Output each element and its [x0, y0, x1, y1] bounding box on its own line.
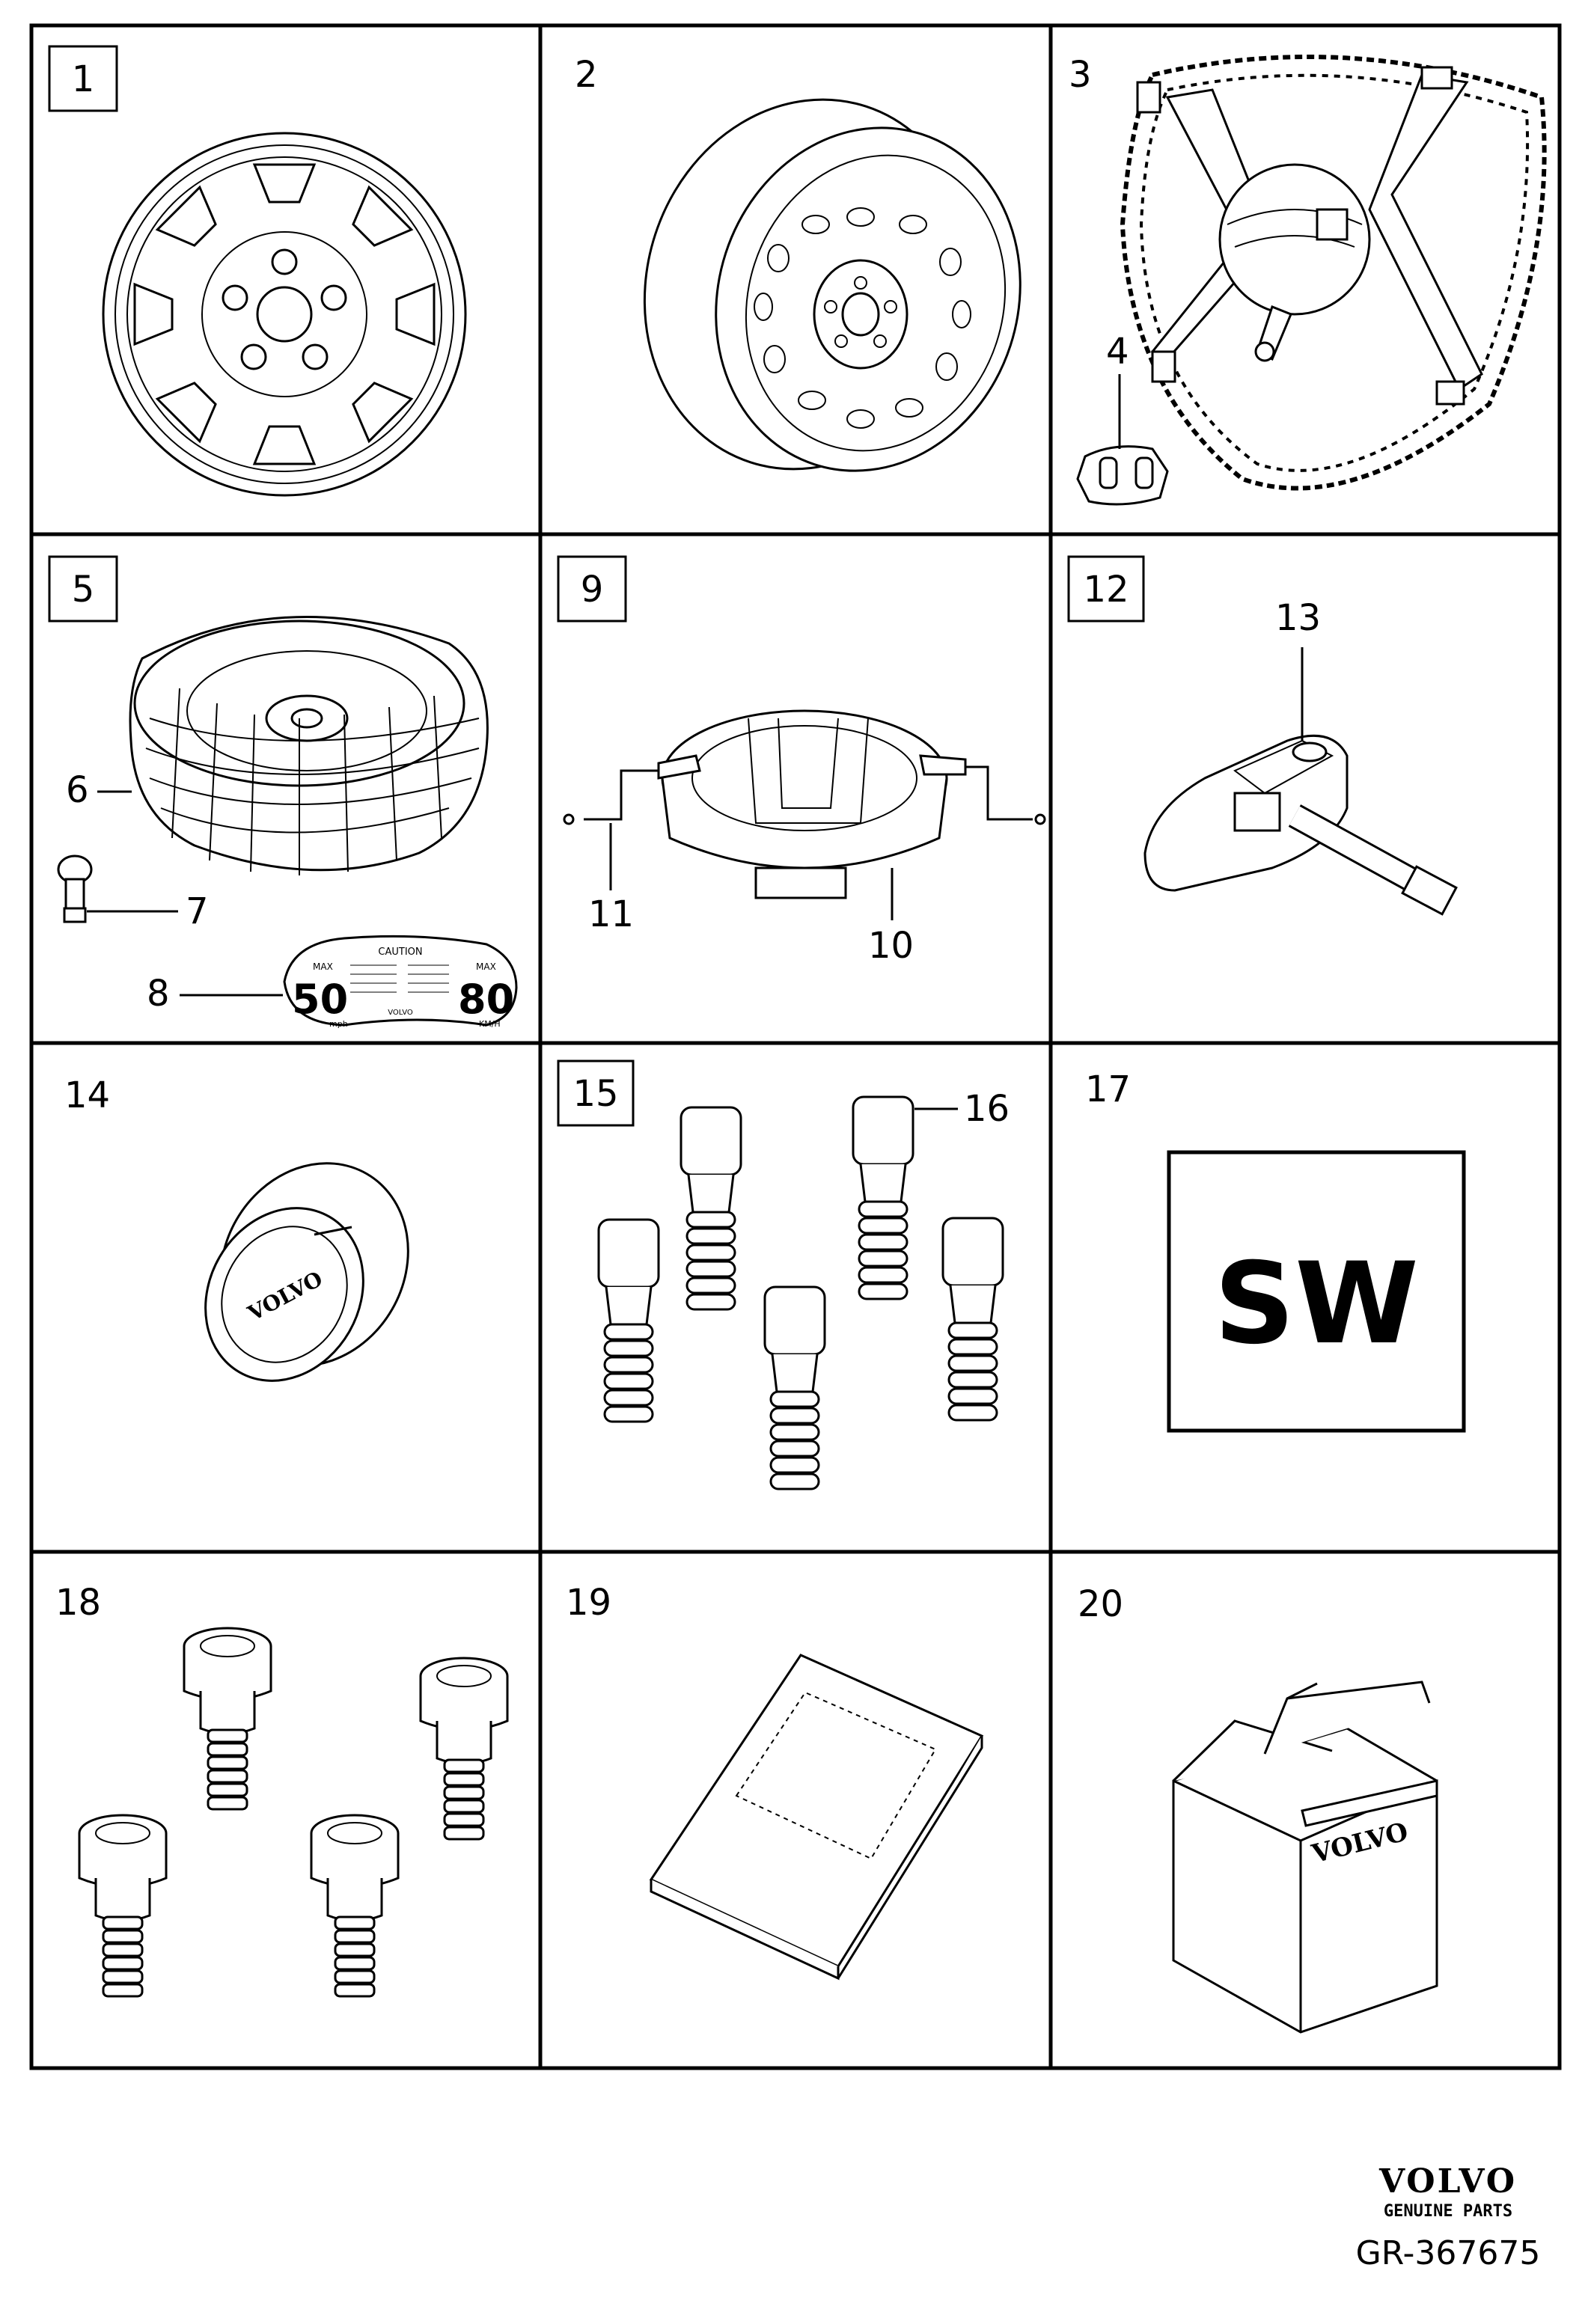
svg-text:KM/H: KM/H [479, 1019, 501, 1029]
tpms-sensor-illustration [1143, 647, 1458, 916]
manual-booklet-illustration [649, 1654, 984, 1981]
footer-logo: VOLVO GENUINE PARTS [1378, 2162, 1517, 2221]
callout-6: 6 [66, 769, 89, 811]
svg-text:CAUTION: CAUTION [378, 947, 422, 958]
callout-16: 16 [964, 1088, 1010, 1130]
callout-8: 8 [147, 973, 170, 1015]
sw-label-illustration: SW [1167, 1150, 1466, 1433]
svg-text:50: 50 [292, 976, 348, 1023]
cell-label-1: 1 [48, 45, 118, 112]
cell-label-3: 3 [1069, 54, 1092, 96]
speed-label-sticker: CAUTION MAX 50 mph MAX 80 KM/H VOLVO [180, 935, 518, 1029]
svg-text:80: 80 [458, 976, 514, 1023]
callout-11: 11 [588, 893, 634, 935]
svg-text:1: 1 [72, 58, 95, 100]
svg-text:VOLVO: VOLVO [388, 1009, 413, 1017]
cell-label-14: 14 [64, 1074, 110, 1116]
grid-frame [29, 23, 1562, 2070]
cell-label-20: 20 [1078, 1583, 1123, 1625]
svg-text:15: 15 [572, 1073, 618, 1115]
svg-text:SW: SW [1214, 1239, 1419, 1369]
steel-rim-illustration [643, 98, 1022, 472]
svg-text:12: 12 [1083, 569, 1129, 611]
valve-illustration [57, 854, 178, 923]
callout-4: 4 [1106, 331, 1129, 373]
cell-label-18: 18 [55, 1582, 101, 1624]
callout-7: 7 [186, 890, 209, 932]
cell-label-19: 19 [566, 1582, 611, 1624]
snow-chains-illustration [1120, 55, 1547, 491]
spare-wheel-holder-illustration [563, 709, 1046, 920]
cell-label-17: 17 [1085, 1068, 1131, 1110]
svg-text:MAX: MAX [313, 961, 333, 972]
footer-reference: GR-367675 [1356, 2234, 1541, 2272]
cell-label-15: 15 [557, 1059, 635, 1127]
callout-10: 10 [868, 925, 914, 967]
svg-text:9: 9 [581, 569, 604, 611]
wheel-cover-illustration [102, 132, 467, 497]
svg-text:GENUINE PARTS: GENUINE PARTS [1384, 2202, 1512, 2221]
svg-text:5: 5 [72, 569, 95, 611]
cell-label-5: 5 [48, 555, 118, 623]
svg-text:mph: mph [329, 1019, 348, 1029]
cell-label-2: 2 [575, 54, 598, 96]
svg-text:VOLVO: VOLVO [1378, 2162, 1517, 2201]
chain-adapter-illustration [1076, 374, 1169, 506]
svg-text:MAX: MAX [476, 961, 496, 972]
spare-wheel-illustration [97, 615, 489, 875]
wheel-bolts-illustration [597, 1095, 1004, 1490]
callout-13: 13 [1275, 597, 1321, 639]
locking-bolts-illustration [78, 1627, 509, 1998]
volvo-box-illustration: VOLVO [1172, 1681, 1438, 2034]
cell-label-9: 9 [557, 555, 627, 623]
cell-label-12: 12 [1067, 555, 1145, 623]
center-cap-illustration: VOLVO [204, 1162, 409, 1382]
